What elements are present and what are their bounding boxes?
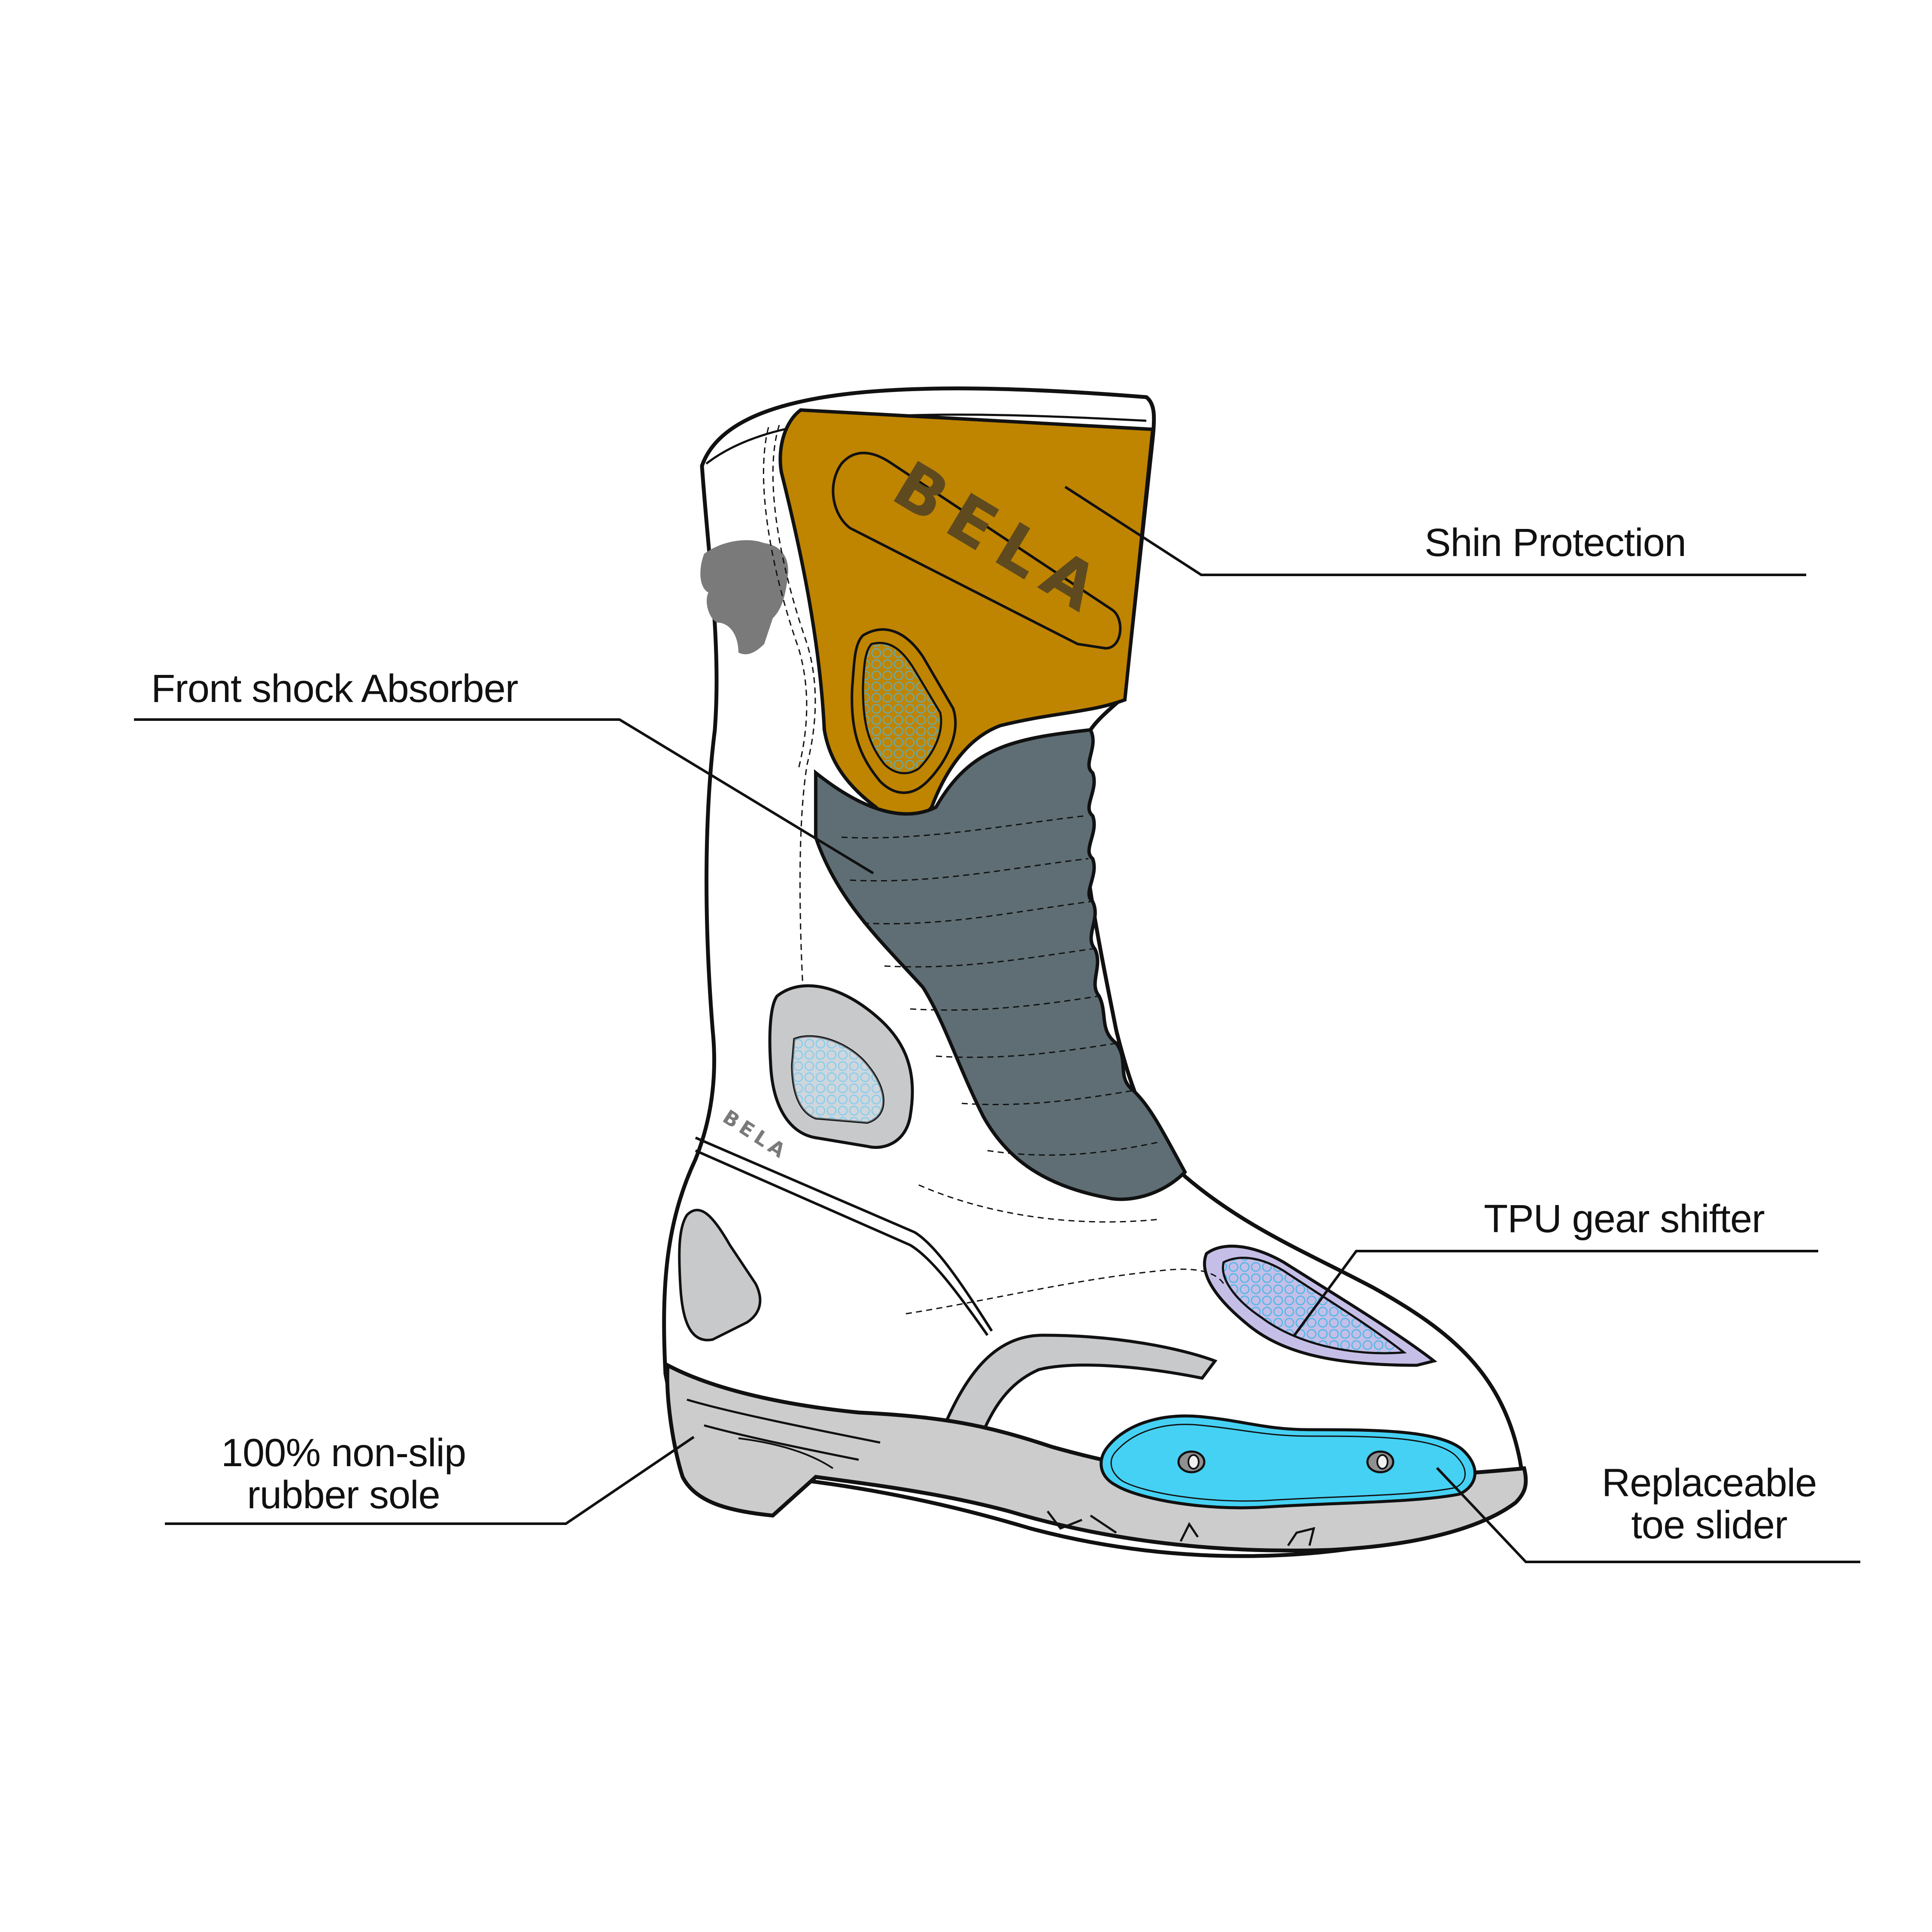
- leader-sole: [165, 1436, 695, 1525]
- label-tpu-gear-shifter: TPU gear shifter: [1484, 1198, 1765, 1240]
- label-text-line-2: rubber sole: [247, 1473, 440, 1517]
- side-panel: [942, 1334, 1218, 1445]
- label-text-line-1: 100% non-slip: [221, 1431, 466, 1475]
- leader-toe: [1436, 1467, 1860, 1563]
- logo-plate: [832, 452, 1122, 650]
- label-text: Shin Protection: [1425, 521, 1686, 565]
- leader-gear: [1293, 1250, 1818, 1336]
- leader-shock: [134, 718, 874, 875]
- label-text: Front shock Absorber: [151, 667, 518, 711]
- label-text-line-1: Replaceable: [1601, 1461, 1817, 1505]
- toe-slider: [1100, 1414, 1476, 1510]
- toe-slider-screws: [1177, 1450, 1394, 1473]
- label-rubber-sole: 100% non-slip rubber sole: [206, 1432, 481, 1516]
- heel-vent: [678, 1209, 762, 1342]
- label-front-shock-absorber: Front shock Absorber: [151, 668, 518, 710]
- label-text-line-2: toe slider: [1631, 1503, 1787, 1547]
- leader-shin: [1064, 486, 1806, 576]
- bear-logo-icon: [700, 540, 788, 654]
- label-toe-slider: Replaceable toe slider: [1580, 1462, 1838, 1546]
- label-shin-protection: Shin Protection: [1425, 522, 1686, 564]
- callout-leaders: [134, 486, 1860, 1563]
- label-text: TPU gear shifter: [1484, 1197, 1765, 1241]
